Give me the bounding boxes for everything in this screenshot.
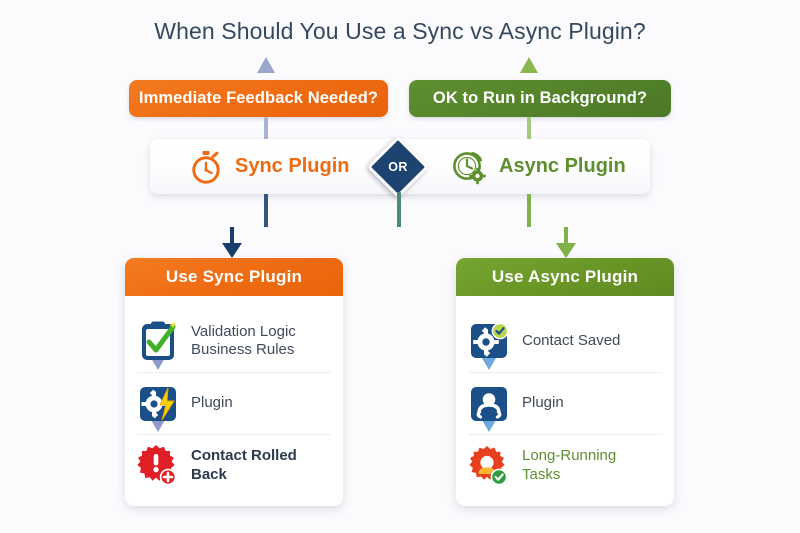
or-connector: OR [366, 135, 430, 199]
up-triangle-icon-left [257, 57, 275, 73]
async-step-3: Long-Running Tasks [468, 434, 662, 496]
gear-burst-check-icon [468, 445, 510, 487]
gear-bolt-icon [137, 383, 179, 425]
clipboard-check-icon [137, 320, 179, 362]
connector-lines [222, 192, 576, 258]
sync-step-3-text: Contact Rolled Back [191, 447, 297, 483]
async-step-3-text: Long-Running Tasks [522, 447, 617, 483]
card-use-async-plugin: Use Async Plugin [456, 258, 674, 506]
alert-burst-icon [137, 444, 179, 487]
card-sync-header: Use Sync Plugin [125, 258, 343, 296]
option-async-plugin[interactable]: Async Plugin [450, 139, 626, 194]
gear-check-icon [468, 320, 510, 362]
card-sync-body: Validation Logic Business Rules [125, 296, 343, 506]
decision-immediate-feedback[interactable]: Immediate Feedback Needed? [129, 80, 388, 117]
sync-step-1-text: Validation Logic Business Rules [191, 322, 296, 358]
card-use-sync-plugin: Use Sync Plugin [125, 258, 343, 506]
async-step-1-text: Contact Saved [522, 331, 621, 349]
sync-step-1: Validation Logic Business Rules [137, 310, 331, 372]
decision-run-in-background[interactable]: OK to Run in Background? [409, 80, 671, 117]
or-label: OR [388, 160, 408, 174]
connector-stub-left [264, 117, 268, 143]
option-sync-plugin-label: Sync Plugin [235, 155, 350, 177]
option-sync-plugin[interactable]: Sync Plugin [188, 139, 349, 194]
async-step-1: Contact Saved [468, 310, 662, 372]
card-async-body: Contact Saved Plugin [456, 296, 674, 506]
clock-gear-icon [450, 148, 488, 186]
connector-stub-right [527, 117, 531, 143]
card-async-header: Use Async Plugin [456, 258, 674, 296]
async-step-2: Plugin [468, 372, 662, 434]
sync-step-2-text: Plugin [191, 394, 233, 412]
sync-step-3: Contact Rolled Back [137, 434, 331, 496]
sync-step-2: Plugin [137, 372, 331, 434]
stopwatch-icon [188, 149, 224, 185]
async-step-2-text: Plugin [522, 394, 564, 412]
async-swirl-icon [468, 383, 510, 425]
option-async-plugin-label: Async Plugin [499, 155, 626, 177]
up-triangle-icon-right [520, 57, 538, 73]
decision-right-label: OK to Run in Background? [432, 89, 648, 107]
page-title: When Should You Use a Sync vs Async Plug… [154, 18, 646, 44]
decision-left-label: Immediate Feedback Needed? [138, 89, 379, 107]
